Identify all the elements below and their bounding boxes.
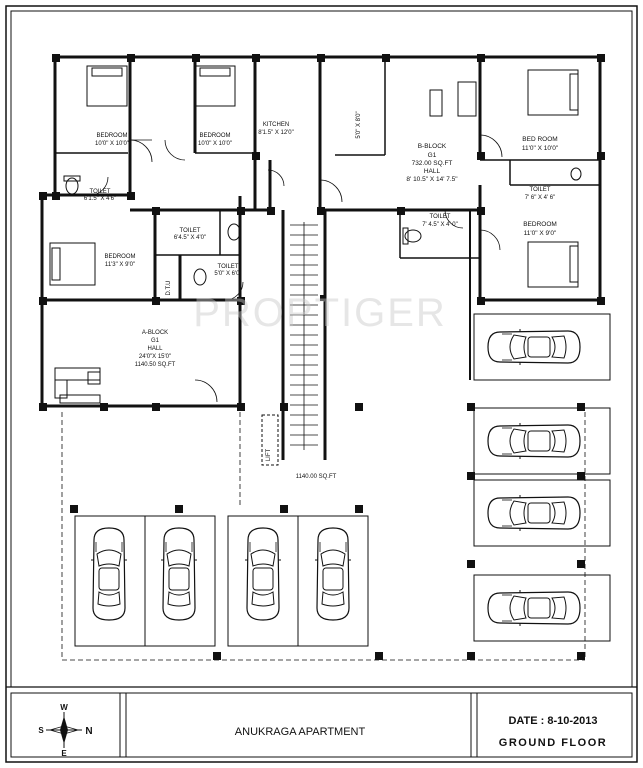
b-block-area: 732.00 SQ.FT bbox=[412, 160, 453, 167]
car-bays bbox=[74, 313, 611, 647]
a-block-unit: G1 bbox=[151, 338, 160, 344]
bedroom-1-size: 10'0" X 10'0" bbox=[95, 141, 129, 147]
kitchen-name: KITCHEN bbox=[263, 122, 289, 128]
compass-w: W bbox=[60, 703, 68, 712]
sofa bbox=[54, 81, 477, 404]
b-block-hall: HALL bbox=[424, 168, 441, 175]
b-block-unit: G1 bbox=[428, 152, 437, 159]
a-block-name: A-BLOCK bbox=[142, 330, 168, 336]
sheet-border bbox=[5, 5, 638, 763]
project-title: ANUKRAGA APARTMENT bbox=[235, 726, 366, 738]
bedroom-3-name: BEDROOM bbox=[104, 254, 135, 260]
toilet-3-name: TOILET bbox=[218, 264, 239, 270]
b-bedroom-1-name: BED ROOM bbox=[522, 136, 557, 143]
a-block-hall: HALL bbox=[147, 346, 163, 352]
title-block: ANUKRAGA APARTMENT DATE : 8-10-2013 GROU… bbox=[6, 686, 637, 758]
compass-n: N bbox=[85, 726, 92, 737]
parking-outline bbox=[61, 412, 586, 661]
b-toilet-2-size: 7' 4.5" X 4' 0" bbox=[422, 222, 458, 228]
floor-label: GROUND FLOOR bbox=[499, 737, 607, 749]
parking-area-label: 1140.00 SQ.FT bbox=[296, 474, 337, 480]
toilet-fixtures bbox=[63, 167, 582, 286]
columns bbox=[39, 54, 605, 660]
toilet-1-name: TOILET bbox=[90, 189, 111, 195]
b-block-name: B-BLOCK bbox=[418, 143, 447, 150]
b-bedroom-2-name: BEDROOM bbox=[523, 221, 557, 228]
kitchen-2-size: 5'0" X 8'0" bbox=[356, 111, 362, 138]
watermark: PROPTIGER bbox=[193, 291, 447, 335]
toilet-2-size: 6'4.5" X 4'0" bbox=[174, 235, 206, 241]
b-bedroom-1-size: 11'0" X 10'0" bbox=[522, 145, 559, 152]
room-labels: BEDROOM 10'0" X 10'0" BEDROOM 10'0" X 10… bbox=[84, 111, 559, 480]
b-block-hall-size: 8' 10.5" X 14' 7.5" bbox=[406, 176, 458, 183]
a-block-area: 1140.50 SQ.FT bbox=[135, 362, 176, 368]
compass-s: S bbox=[38, 726, 44, 735]
bedroom-1-name: BEDROOM bbox=[96, 133, 127, 139]
b-toilet-2-name: TOILET bbox=[430, 214, 451, 220]
compass-e: E bbox=[61, 749, 67, 758]
bedroom-3-size: 11'3" X 9'0" bbox=[105, 262, 135, 268]
toilet-2-name: TOILET bbox=[180, 228, 201, 234]
toilet-1-size: 6'1.5" X 4'6" bbox=[84, 196, 116, 202]
duct-label: D.T.U bbox=[166, 281, 172, 296]
compass-icon: W E S N bbox=[38, 703, 92, 758]
lift-label: LIFT bbox=[266, 449, 272, 462]
b-bedroom-2-size: 11'0" X 9'0" bbox=[524, 230, 557, 237]
doors bbox=[89, 134, 503, 403]
staircase bbox=[290, 222, 318, 450]
bedroom-2-name: BEDROOM bbox=[199, 133, 230, 139]
toilet-3-size: 5'0" X 6'0" bbox=[214, 271, 241, 277]
lift-shaft bbox=[261, 414, 279, 466]
bedroom-2-size: 10'0" X 10'0" bbox=[198, 141, 232, 147]
b-toilet-1-size: 7' 6" X 4' 6" bbox=[525, 195, 556, 201]
b-toilet-1-name: TOILET bbox=[530, 187, 551, 193]
drawing-date: DATE : 8-10-2013 bbox=[508, 715, 597, 727]
beds bbox=[49, 65, 579, 288]
a-block-hall-size: 24'0"X 15'0" bbox=[139, 354, 171, 360]
kitchen-size: 8'1.5" X 12'0" bbox=[258, 130, 294, 136]
